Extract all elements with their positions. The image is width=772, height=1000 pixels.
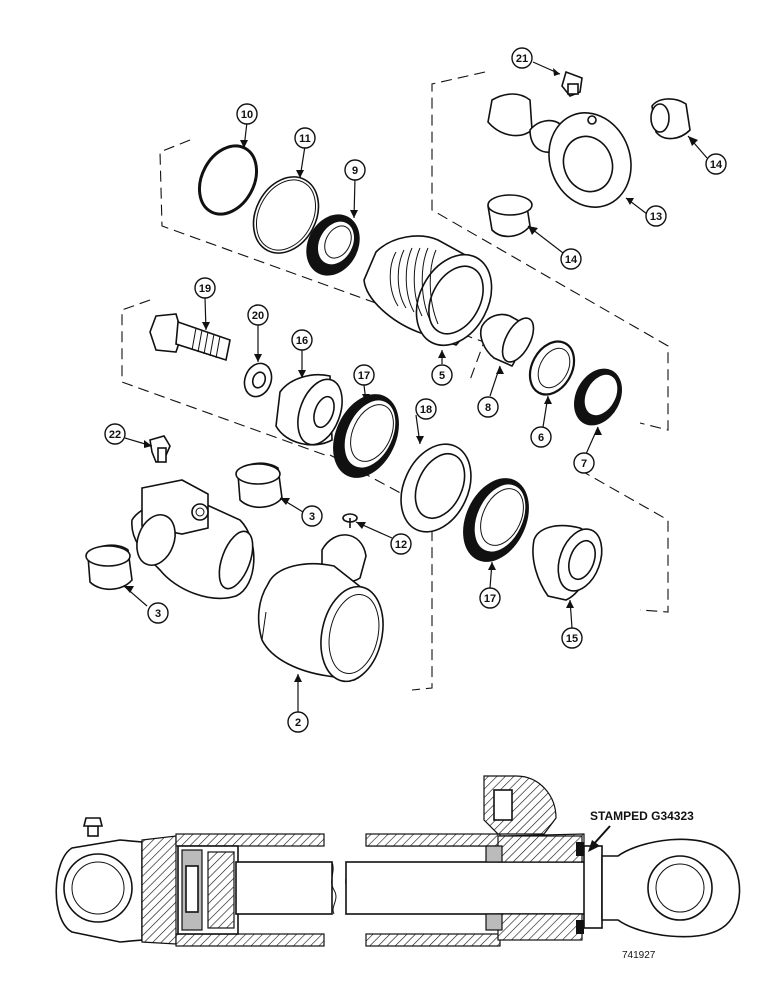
callout-17-lower: 17: [479, 587, 501, 609]
svg-text:13: 13: [650, 211, 662, 223]
stamp-arrow: [588, 825, 611, 852]
assembled-cylinder-section: [55, 775, 741, 947]
group-outline-head: [159, 139, 485, 381]
svg-text:18: 18: [420, 404, 432, 416]
svg-text:10: 10: [241, 109, 253, 121]
svg-text:6: 6: [538, 432, 544, 444]
part-12-screw: [342, 513, 358, 528]
callout-19: 19: [194, 277, 216, 299]
part-9-wiper-seal: [306, 214, 360, 276]
callout-5: 5: [431, 364, 453, 386]
svg-text:15: 15: [566, 633, 578, 645]
part-3-bushing-lower: [85, 544, 133, 591]
svg-text:12: 12: [395, 539, 407, 551]
callout-10: 10: [236, 103, 258, 125]
part-7-seal: [574, 368, 622, 426]
part-10-o-ring: [197, 144, 259, 216]
part-3-bushing-upper: [235, 462, 283, 509]
callout-15: 15: [561, 627, 583, 649]
group-outline-rod-end: [431, 71, 669, 431]
svg-text:14: 14: [710, 159, 723, 171]
callout-12: 12: [390, 533, 412, 555]
callout-17-upper: 17: [353, 364, 375, 386]
callout-18: 18: [415, 398, 437, 420]
callout-2: 2: [287, 711, 309, 733]
callout-9: 9: [344, 159, 366, 181]
part-2-cylinder-barrel: [257, 534, 384, 683]
svg-text:5: 5: [439, 370, 445, 382]
part-14-bushing-upper: [650, 98, 691, 140]
callout-3-upper: 3: [301, 505, 323, 527]
callout-11: 11: [294, 127, 316, 149]
callout-22: 22: [104, 423, 126, 445]
svg-text:7: 7: [581, 458, 587, 470]
part-5-cylinder-head: [363, 235, 493, 347]
part-19-bolt: [149, 313, 231, 362]
figure-number: 741927: [622, 950, 656, 961]
svg-text:17: 17: [358, 370, 370, 382]
part-17-piston-seal-upper: [333, 394, 399, 478]
svg-text:9: 9: [352, 165, 358, 177]
svg-text:20: 20: [252, 310, 264, 322]
svg-text:14: 14: [565, 254, 578, 266]
part-14-bushing-lower: [487, 194, 533, 238]
svg-text:11: 11: [299, 133, 311, 145]
svg-text:17: 17: [484, 593, 496, 605]
part-8-bushing: [479, 313, 535, 367]
callout-14-upper: 14: [705, 153, 727, 175]
callout-8: 8: [477, 396, 499, 418]
callout-14-lower: 14: [560, 248, 582, 270]
stamp-label: STAMPED G34323: [590, 809, 694, 823]
svg-text:22: 22: [109, 429, 121, 441]
part-18-wear-ring: [400, 443, 472, 533]
part-13-rod-eye: [487, 93, 632, 208]
callout-7: 7: [573, 452, 595, 474]
callout-20: 20: [247, 304, 269, 326]
group-outline-packing: [579, 469, 669, 613]
group-outline-barrel: [329, 454, 433, 691]
part-15-gland: [532, 524, 603, 601]
group-outline-piston: [121, 299, 326, 456]
part-22-grease-fitting: [149, 435, 171, 463]
part-21-grease-fitting: [561, 70, 583, 97]
svg-text:3: 3: [309, 511, 315, 523]
part-16-piston: [275, 374, 343, 446]
callout-21: 21: [511, 47, 533, 69]
svg-text:21: 21: [516, 53, 528, 65]
part-17-piston-seal-lower: [463, 478, 529, 562]
callout-13: 13: [645, 205, 667, 227]
part-11-backup-ring: [252, 176, 320, 254]
svg-text:16: 16: [296, 335, 308, 347]
svg-text:3: 3: [155, 608, 161, 620]
callout-3-lower: 3: [147, 602, 169, 624]
callout-6: 6: [530, 426, 552, 448]
base-end-clevis: [131, 479, 255, 600]
svg-text:19: 19: [199, 283, 211, 295]
svg-text:8: 8: [485, 402, 491, 414]
part-6-ring: [528, 340, 576, 396]
callout-arrowheads: [124, 68, 698, 682]
svg-text:2: 2: [295, 717, 301, 729]
part-20-washer: [243, 362, 273, 398]
callout-16: 16: [291, 329, 313, 351]
